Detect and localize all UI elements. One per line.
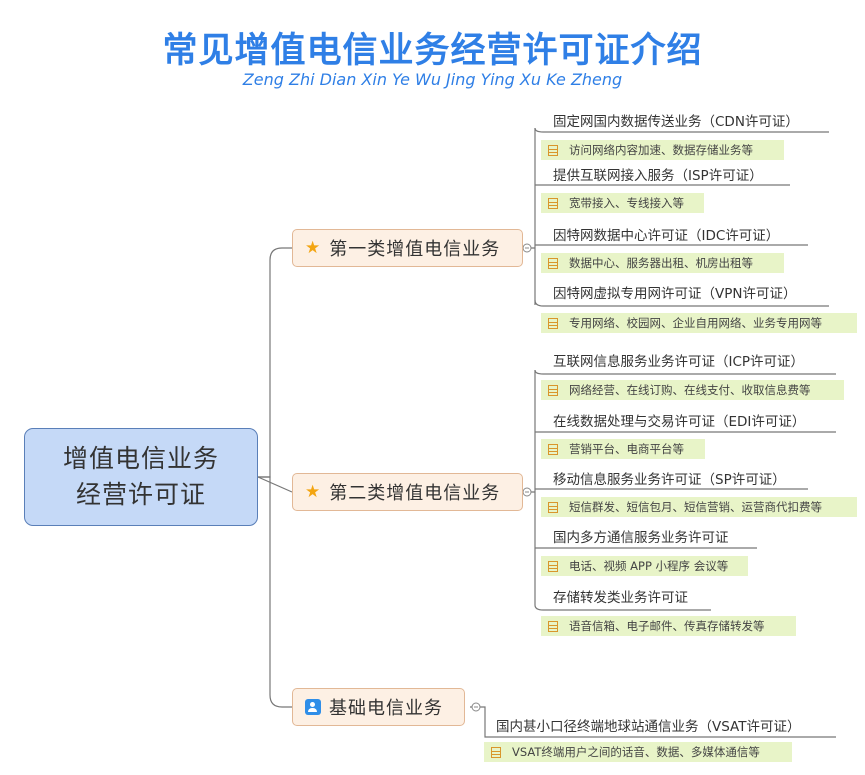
note-icon	[548, 384, 558, 396]
branch-topic-class2[interactable]: ★ 第二类增值电信业务	[292, 473, 523, 511]
note-icon	[548, 197, 558, 209]
subtopic-store-forward[interactable]: 存储转发类业务许可证	[553, 590, 688, 606]
branch1-spine	[523, 128, 536, 305]
subtopic-vsat[interactable]: 国内甚小口径终端地球站通信业务（VSAT许可证）	[496, 719, 801, 735]
note-idc: 数据中心、服务器出租、机房出租等	[541, 253, 784, 273]
subtopic-icp[interactable]: 互联网信息服务业务许可证（ICP许可证）	[553, 354, 805, 370]
branch1-child1-underline	[534, 127, 829, 133]
root-to-branch2-line	[257, 476, 293, 493]
note-icon	[548, 317, 558, 329]
branch2-child1-underline	[534, 369, 836, 375]
root-to-branch3-line	[258, 476, 292, 708]
subtopic-cdn[interactable]: 固定网国内数据传送业务（CDN许可证）	[553, 114, 799, 130]
star-icon: ★	[305, 238, 322, 258]
note-sp: 短信群发、短信包月、短信营销、运营商代扣费等	[541, 497, 857, 517]
branch1-child4-underline	[534, 299, 829, 307]
subtopic-idc[interactable]: 因特网数据中心许可证（IDC许可证）	[553, 228, 780, 244]
branch-topic-label: 第一类增值电信业务	[329, 239, 501, 260]
note-icon	[491, 746, 501, 758]
note-vpn: 专用网络、校园网、企业自用网络、业务专用网等	[541, 313, 857, 333]
page-title: 常见增值电信业务经营许可证介绍	[162, 31, 703, 71]
note-icon	[548, 620, 558, 632]
note-multiparty: 电话、视频 APP 小程序 会议等	[541, 556, 748, 576]
note-isp: 宽带接入、专线接入等	[541, 193, 704, 213]
note-cdn: 访问网络内容加速、数据存储业务等	[541, 140, 784, 160]
subtopic-isp[interactable]: 提供互联网接入服务（ISP许可证）	[553, 168, 763, 184]
branch2-child5-underline	[534, 604, 711, 611]
subtopic-vpn[interactable]: 因特网虚拟专用网许可证（VPN许可证）	[553, 286, 797, 302]
note-icon	[548, 443, 558, 455]
branch-topic-label: 第二类增值电信业务	[329, 483, 501, 504]
subtopic-sp[interactable]: 移动信息服务业务许可证（SP许可证）	[553, 472, 786, 488]
note-icon	[548, 501, 558, 513]
root-topic[interactable]: 增值电信业务 经营许可证	[24, 428, 258, 526]
branch2-spine	[523, 370, 536, 605]
root-to-branch1-line	[258, 247, 292, 478]
note-store-forward: 语音信箱、电子邮件、传真存储转发等	[541, 616, 796, 636]
branch-topic-basic[interactable]: 基础电信业务	[292, 688, 465, 726]
branch-topic-class1[interactable]: ★ 第一类增值电信业务	[292, 229, 523, 267]
contact-card-icon	[305, 699, 321, 715]
note-vsat: VSAT终端用户之间的话音、数据、多媒体通信等	[484, 742, 792, 762]
page-subtitle: Zeng Zhi Dian Xin Ye Wu Jing Ying Xu Ke …	[242, 70, 623, 89]
branch-topic-label: 基础电信业务	[329, 698, 443, 719]
root-topic-line1: 增值电信业务	[62, 444, 219, 473]
note-icon	[548, 257, 558, 269]
star-icon: ★	[305, 482, 322, 502]
subtopic-edi[interactable]: 在线数据处理与交易许可证（EDI许可证）	[553, 414, 806, 430]
subtopic-multiparty[interactable]: 国内多方通信服务业务许可证	[553, 530, 729, 546]
note-edi: 营销平台、电商平台等	[541, 439, 705, 459]
note-icon	[548, 144, 558, 156]
note-icp: 网络经营、在线订购、在线支付、收取信息费等	[541, 380, 844, 400]
root-topic-line2: 经营许可证	[75, 480, 206, 509]
note-icon	[548, 560, 558, 572]
